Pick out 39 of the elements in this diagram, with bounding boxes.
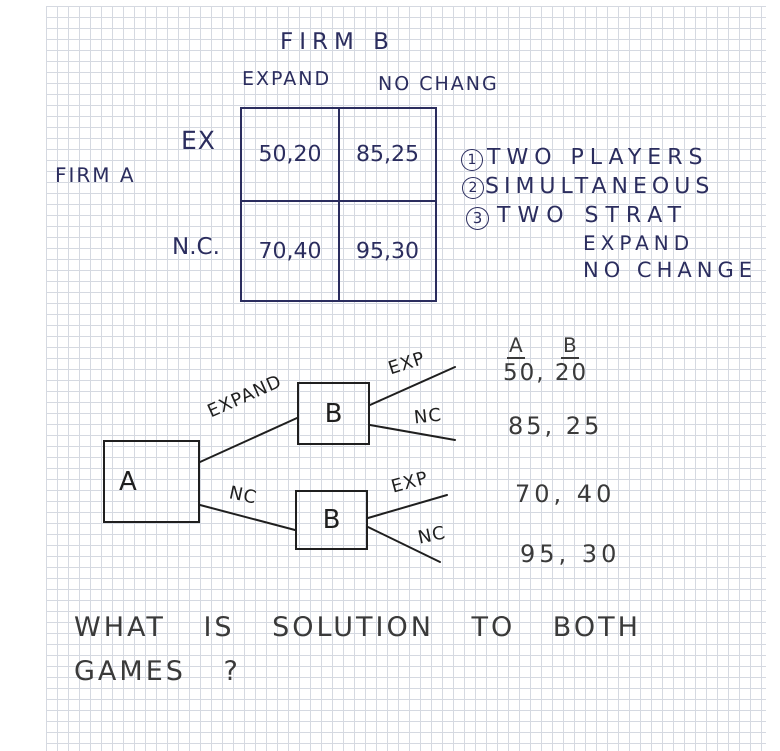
branch-line [369,366,456,406]
strategy-heading: NO CHANG [378,74,499,95]
branch-line [199,417,298,463]
edge-label: NC [413,406,443,428]
branch-line [367,494,448,519]
note-text: TWO PLAYERS [487,146,708,170]
strategy-heading: EX [181,127,216,154]
strategy-heading: N.C. [172,235,220,260]
player-heading: A [507,334,525,359]
strategy-heading: EXPAND [242,69,332,90]
player-heading: B [561,334,579,359]
circled-number: 2 [462,177,484,199]
payoff-cell: 50,20 [241,108,339,201]
player-heading: FIRM A [55,164,136,186]
payoff-value: 85, 25 [508,413,602,440]
player-box: B [295,490,368,550]
payoff-cell: 70,40 [241,201,339,301]
note-text: EXPAND [583,232,694,254]
edge-label: EXP [390,469,430,497]
question-text: WHAT IS SOLUTION TO BOTH GAMES ? [74,611,642,689]
payoff-cell: 95,30 [339,201,436,301]
player-box: A [103,440,200,523]
circled-number: 1 [461,149,483,171]
payoff-cell: 85,25 [339,108,436,201]
edge-label: NC [227,484,259,508]
note-text: TWO STRAT [497,204,688,228]
note-text: SIMULTANEOUS [485,175,714,200]
branch-line [199,504,296,531]
branch-line [369,424,456,441]
payoff-value: 70, 40 [515,481,616,508]
edge-label: NC [416,524,448,548]
player-heading: FIRM B [280,30,395,56]
payoff-value: 95, 30 [520,541,620,568]
branch-line [367,526,441,563]
circled-number: 3 [466,207,489,230]
note-text: NO CHANGE [583,259,757,282]
player-box: B [297,382,370,445]
payoff-value: 50, 20 [503,361,588,386]
edge-label: EXP [386,350,428,378]
